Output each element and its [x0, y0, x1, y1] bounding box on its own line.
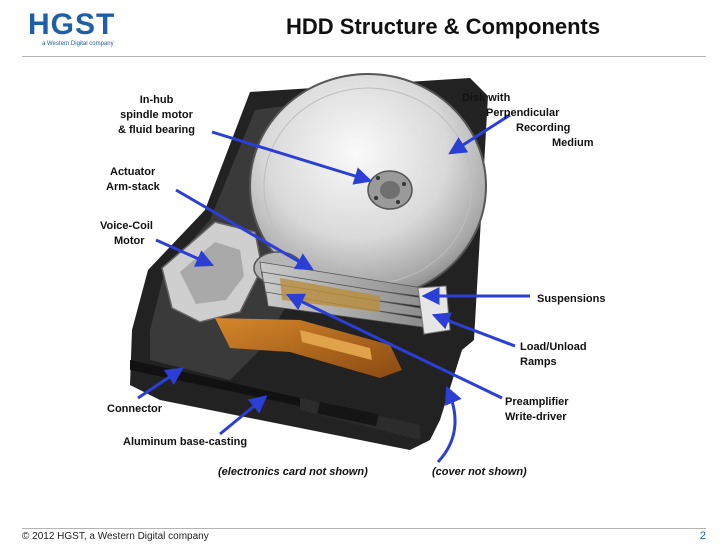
label-connector: Connector	[107, 403, 162, 415]
note-electronics-card: (electronics card not shown)	[218, 466, 368, 478]
copyright-text: © 2012 HGST, a Western Digital company	[22, 531, 209, 542]
note-cover: (cover not shown)	[432, 466, 527, 478]
load-unload-ramp	[417, 285, 451, 335]
label-voice-coil-motor: Voice-Coil Motor	[100, 220, 153, 247]
arrow-actuator	[175, 188, 314, 271]
header-divider	[22, 56, 706, 57]
arrow-spindle	[211, 130, 373, 185]
footer-divider	[22, 528, 706, 529]
logo-tagline: a Western Digital company	[42, 41, 114, 47]
arrow-disk	[448, 113, 511, 155]
label-suspensions: Suspensions	[537, 293, 606, 305]
label-aluminum-base: Aluminum base-casting	[123, 436, 248, 448]
annotation-arrows	[137, 113, 530, 464]
page-number: 2	[699, 530, 706, 542]
label-actuator-arm-stack: Actuator Arm-stack	[106, 166, 160, 193]
arrow-cover	[436, 385, 462, 464]
label-preamplifier: Preamplifier Write-driver	[505, 396, 569, 423]
arrow-preamp	[285, 293, 503, 400]
hgst-logo: HGST	[28, 8, 116, 41]
label-spindle-motor: In-hub spindle motor & fluid bearing	[118, 94, 195, 136]
slide-header: HGST a Western Digital company HDD Struc…	[0, 0, 728, 56]
slide-title: HDD Structure & Components	[286, 14, 601, 39]
actuator-arm-stack	[253, 251, 436, 329]
arrow-voice-coil	[155, 238, 215, 267]
arrow-connector	[137, 367, 184, 400]
label-load-unload-ramps: Load/Unload Ramps	[520, 341, 587, 368]
arrow-base	[219, 395, 268, 436]
voice-coil-motor	[161, 221, 263, 323]
label-disk: Disk with Perpendicular Recording Medium	[462, 92, 594, 149]
arrow-ramps	[431, 312, 516, 348]
flex-cable	[215, 318, 402, 378]
